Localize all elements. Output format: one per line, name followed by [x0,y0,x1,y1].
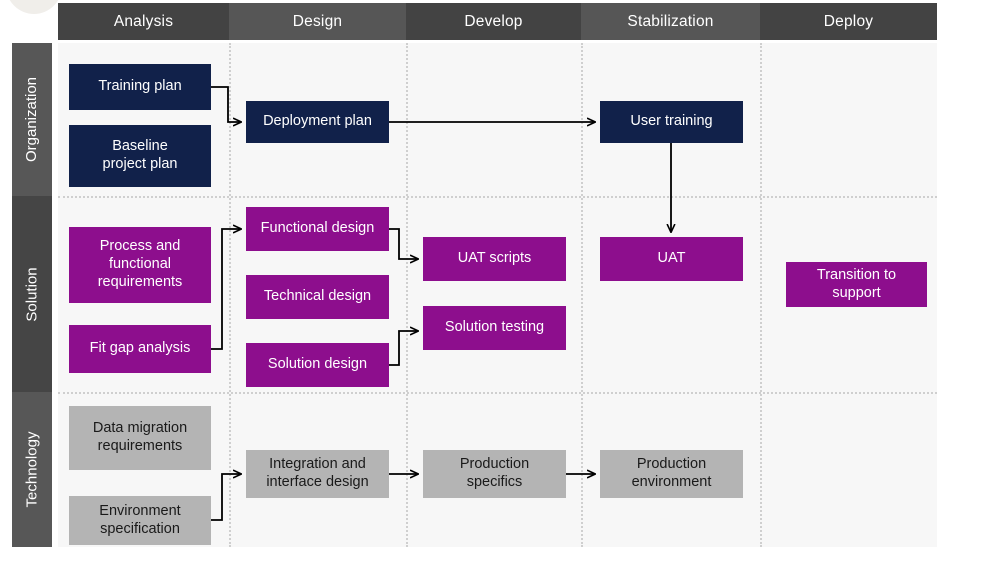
column-divider-design-develop [406,43,408,547]
task-box-functional-design[interactable]: Functional design [246,207,389,251]
column-divider-analysis-design [229,43,231,547]
column-header-stabilization[interactable]: Stabilization [581,3,760,40]
row-label-organization-text: Organization [23,76,41,163]
task-box-uat-scripts[interactable]: UAT scripts [423,237,566,281]
column-header-develop[interactable]: Develop [406,3,581,40]
row-label-organization[interactable]: Organization [12,43,52,196]
task-box-deployment-plan[interactable]: Deployment plan [246,101,389,143]
row-label-technology-text: Technology [23,431,41,508]
task-box-fit-gap-analysis[interactable]: Fit gap analysis [69,325,211,373]
task-box-solution-design[interactable]: Solution design [246,343,389,387]
row-label-technology[interactable]: Technology [12,392,52,547]
column-header-deploy[interactable]: Deploy [760,3,937,40]
row-label-solution[interactable]: Solution [12,196,52,392]
task-box-technical-design[interactable]: Technical design [246,275,389,319]
column-divider-stabilization-deploy [760,43,762,547]
column-divider-develop-stabilization [581,43,583,547]
task-box-solution-testing[interactable]: Solution testing [423,306,566,350]
row-divider-solution-technology [58,392,937,394]
task-box-user-training[interactable]: User training [600,101,743,143]
column-header-design[interactable]: Design [229,3,406,40]
task-box-uat[interactable]: UAT [600,237,743,281]
row-divider-organization-solution [58,196,937,198]
task-box-training-plan[interactable]: Training plan [69,64,211,110]
row-label-solution-text: Solution [23,266,41,322]
column-header-analysis[interactable]: Analysis [58,3,229,40]
